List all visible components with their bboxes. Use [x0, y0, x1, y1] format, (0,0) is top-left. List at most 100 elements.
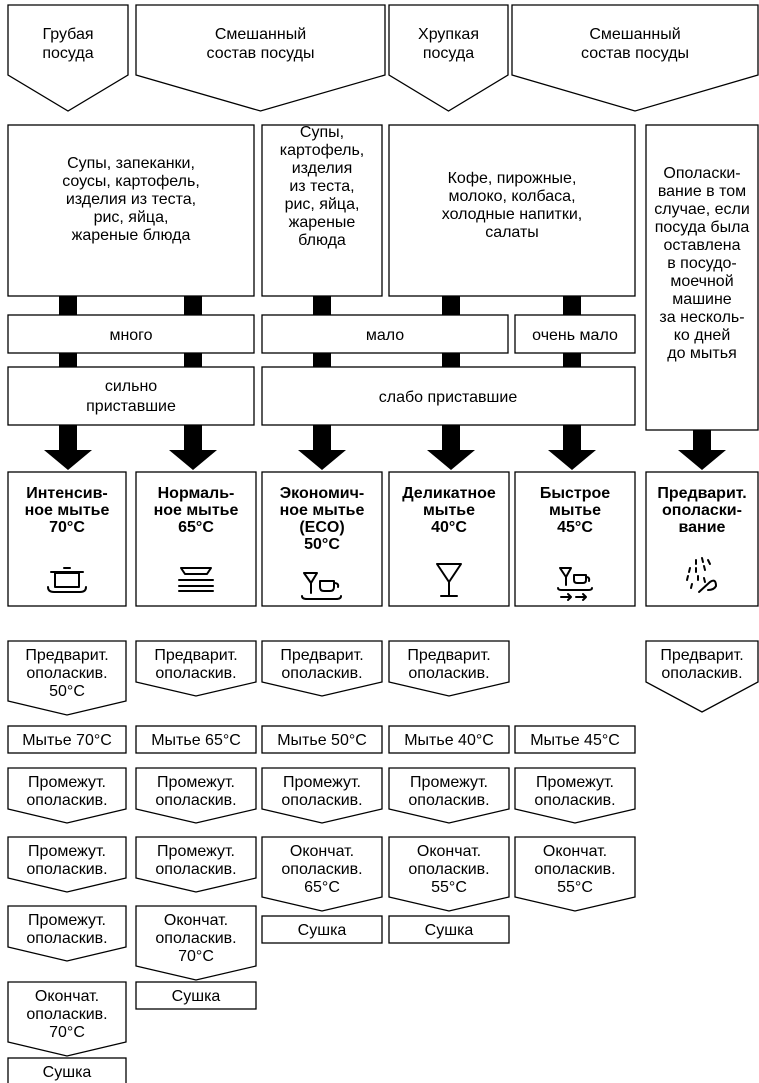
- food-description-text-line: Ополаски-: [663, 165, 740, 182]
- process-step-label: Предварит.ополаскив.: [154, 647, 237, 682]
- program-name-line: мытье: [423, 502, 475, 519]
- process-step-label-line: ополаскив.: [661, 665, 742, 682]
- process-step-label: Окончат.ополаскив.70°C: [26, 988, 107, 1041]
- process-step-label-line: ополаскив.: [534, 792, 615, 809]
- food-description-text-line: в посудо-: [667, 255, 737, 272]
- process-step-label-line: Предварит.: [25, 647, 108, 664]
- process-step-box: [135, 725, 257, 754]
- quick-wash-icon-stroke: [575, 593, 587, 601]
- process-step-label-line: Промежут.: [157, 843, 235, 860]
- process-step-box: [7, 1057, 127, 1083]
- program-name-line: ополаски-: [662, 502, 742, 519]
- process-step-label: Окончат.ополаскив.65°C: [281, 843, 362, 896]
- connector-bar: [59, 353, 77, 367]
- quick-wash-icon-stroke: [559, 567, 572, 578]
- rinse-spray-icon-stroke: [686, 567, 691, 581]
- plates-icon-stroke: [180, 567, 212, 575]
- process-step-label-line: ополаскив.: [26, 861, 107, 878]
- process-step-label-line: Мытье 65°C: [151, 732, 241, 749]
- process-step-label: Окончат.ополаскив.55°C: [408, 843, 489, 896]
- process-step-label-line: ополаскив.: [155, 930, 236, 947]
- process-step-chevron: [514, 767, 636, 824]
- process-step-label-line: ополаскив.: [281, 861, 362, 878]
- process-step-label: Промежут.ополаскив.: [155, 843, 236, 878]
- process-step-label-line: Промежут.: [536, 774, 614, 791]
- program-box: [135, 471, 257, 607]
- food-description-text-line: оставлена: [663, 237, 740, 254]
- soiling-label-heavy-line: сильно: [105, 378, 157, 395]
- connector-bar: [184, 353, 202, 367]
- process-step-chevron: [388, 767, 510, 824]
- program-name: Предварит.ополаски-вание: [657, 485, 746, 536]
- program-name-line: 50°C: [304, 536, 340, 553]
- process-step-chevron: [261, 640, 383, 697]
- food-description-text-line: жареные блюда: [72, 227, 191, 244]
- amount-label-little: мало: [366, 327, 404, 344]
- pot-icon-stroke: [47, 586, 87, 593]
- rinse-spray-icon-stroke: [707, 559, 711, 565]
- process-step-label-line: 65°C: [304, 879, 340, 896]
- soiling-label-light: слабо приставшие: [379, 389, 518, 406]
- program-box: [645, 471, 759, 607]
- process-step-chevron: [135, 905, 257, 981]
- food-description-text-line: Супы, запеканки,: [67, 155, 195, 172]
- process-step-chevron: [7, 836, 127, 893]
- program-box: [261, 471, 383, 607]
- process-step-label: Мытье 65°C: [151, 732, 241, 749]
- process-step-label: Промежут.ополаскив.: [26, 912, 107, 947]
- process-step-label: Окончат.ополаскив.70°C: [155, 912, 236, 965]
- process-step-label-line: 70°C: [178, 948, 214, 965]
- process-step-label: Окончат.ополаскив.55°C: [534, 843, 615, 896]
- process-step-label: Сушка: [172, 988, 221, 1005]
- program-name-line: ное мытье: [154, 502, 239, 519]
- dish-type-shape: [388, 4, 509, 112]
- food-description-text-line: картофель,: [280, 142, 365, 159]
- process-step-label-line: 55°C: [557, 879, 593, 896]
- process-step-label-line: Предварит.: [407, 647, 490, 664]
- food-description-box: [388, 124, 636, 297]
- process-step-chevron: [514, 836, 636, 912]
- process-step-chevron: [7, 640, 127, 716]
- dish-type-label-line: посуда: [42, 45, 93, 62]
- food-description-text-line: изделия из теста,: [66, 191, 196, 208]
- glass-cup-icon-stroke: [333, 582, 340, 588]
- food-description-text: Кофе, пирожные,молоко, колбаса,холодные …: [442, 170, 583, 241]
- amount-label-very-little: очень мало: [532, 327, 618, 344]
- dish-type-shape: [511, 4, 759, 112]
- process-step-label-line: Промежут.: [28, 912, 106, 929]
- food-description-text-line: до мытья: [667, 345, 737, 362]
- process-step-chevron: [135, 767, 257, 824]
- program-name: Экономич-ное мытье(ECO)50°C: [280, 485, 365, 553]
- process-step-label-line: ополаскив.: [281, 792, 362, 809]
- soiling-label-heavy: сильно приставшие: [86, 378, 176, 415]
- process-step-label: Промежут.ополаскив.: [408, 774, 489, 809]
- dish-type-label-line: посуда: [423, 45, 474, 62]
- process-step-box: [7, 725, 127, 754]
- process-step-label-line: Сушка: [172, 988, 221, 1005]
- process-step-box: [261, 915, 383, 944]
- process-step-label-line: Промежут.: [28, 843, 106, 860]
- process-step-label: Мытье 50°C: [277, 732, 367, 749]
- food-description-text-line: вание в том: [658, 183, 746, 200]
- process-step-label-line: Предварит.: [660, 647, 743, 664]
- process-step-chevron: [645, 640, 759, 713]
- pot-icon: [47, 567, 87, 593]
- food-description-text-line: Супы,: [300, 124, 344, 141]
- program-name-line: 65°C: [178, 519, 214, 536]
- connector-bar: [442, 296, 460, 315]
- process-step-label: Мытье 40°C: [404, 732, 494, 749]
- process-step-label: Сушка: [425, 922, 474, 939]
- rinse-spray-icon: [686, 557, 717, 593]
- process-step-label-line: Предварит.: [280, 647, 363, 664]
- soiling-label-heavy-line: приставшие: [86, 398, 176, 415]
- food-description-box: [645, 124, 759, 431]
- down-arrow: [678, 430, 726, 470]
- process-step-label-line: Окончат.: [35, 988, 99, 1005]
- program-name-line: Предварит.: [657, 485, 746, 502]
- food-description-text-line: рис, яйца,: [285, 196, 360, 213]
- program-box: [514, 471, 636, 607]
